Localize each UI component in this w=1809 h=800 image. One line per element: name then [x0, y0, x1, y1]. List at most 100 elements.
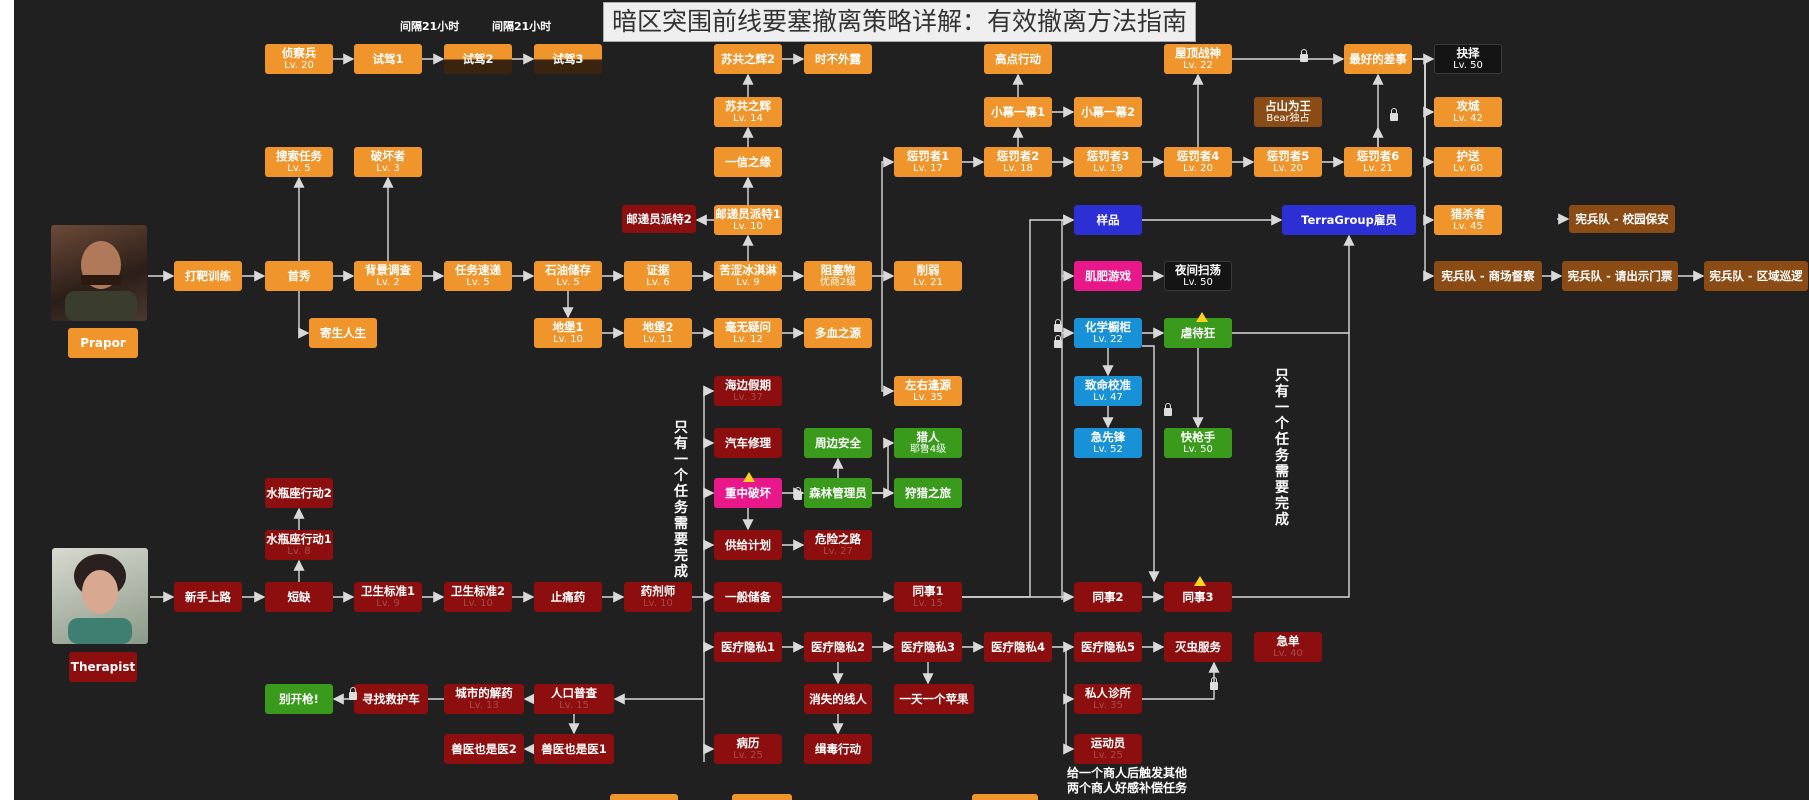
quest-node-rn[interactable]: 水瓶座行动2 — [265, 478, 333, 508]
quest-node-rf[interactable]: 汽车修理 — [714, 428, 782, 458]
quest-node-qv[interactable]: 样品 — [1074, 205, 1142, 235]
quest-node-sm[interactable]: 别开枪! — [265, 684, 333, 714]
quest-node-sl[interactable]: 缉毒行动 — [804, 734, 872, 764]
quest-node-rt[interactable]: 止痛药 — [534, 582, 602, 612]
quest-node-sa[interactable]: 医疗隐私2 — [804, 632, 872, 662]
quest-name: 一天一个苹果 — [899, 692, 969, 706]
quest-node-rz[interactable]: 医疗隐私1 — [714, 632, 782, 662]
quest-node-qx[interactable]: 肌肥游戏 — [1074, 261, 1142, 291]
prapor-portrait — [51, 225, 147, 321]
quest-node-qs[interactable]: 宪兵队 - 请出示门票 — [1562, 261, 1678, 291]
quest-name: 地堡2 — [642, 320, 674, 334]
quest-node-qa[interactable]: 高点行动 — [984, 44, 1052, 74]
quest-node-rk[interactable]: 森林管理员 — [804, 478, 872, 508]
quest-node-ra[interactable]: 虐待狂 — [1164, 318, 1232, 348]
quest-node-rg[interactable]: 重中破坏 — [714, 478, 782, 508]
quest-node-pb[interactable]: 试驾1 — [354, 44, 422, 74]
quest-node-sr[interactable]: 兽医也是医1 — [534, 734, 614, 764]
quest-node-qb[interactable]: 小幕一幕1 — [984, 97, 1052, 127]
quest-node-py[interactable]: 苏共之辉2 — [714, 44, 782, 74]
quest-node-pz[interactable]: 时不外露 — [804, 44, 872, 74]
quest-node-qw[interactable]: TerraGroup雇员 — [1282, 205, 1416, 235]
quest-node-rq[interactable]: 短缺 — [265, 582, 333, 612]
quest-node-rm[interactable]: 狩猎之旅 — [894, 478, 962, 508]
quest-node-se[interactable]: 灭虫服务 — [1164, 632, 1232, 662]
quest-node-sq[interactable]: 兽医也是医2 — [444, 734, 524, 764]
quest-node-sd[interactable]: 医疗隐私5 — [1074, 632, 1142, 662]
quest-node-pg[interactable]: 打靶训练 — [174, 261, 242, 291]
quest-node-ph[interactable]: 首秀 — [265, 261, 333, 291]
quest-node-qq[interactable]: 宪兵队 - 校园保安 — [1569, 205, 1675, 233]
quest-node-qc[interactable]: 小幕一幕2 — [1074, 97, 1142, 127]
quest-node-sj[interactable]: 一天一个苹果 — [894, 684, 974, 714]
quest-node-rx[interactable]: 同事2 — [1074, 582, 1142, 612]
quest-node-qr[interactable]: 宪兵队 - 商场督察 — [1434, 261, 1542, 291]
quest-node-pd[interactable]: 试驾3 — [534, 44, 602, 74]
quest-node-sb[interactable]: 医疗隐私3 — [894, 632, 962, 662]
quest-node-sn[interactable]: 寻找救护车 — [354, 684, 428, 714]
quest-node-pc[interactable]: 试驾2 — [444, 44, 512, 74]
quest-node-rl[interactable]: 猎人耶鲁4级 — [894, 428, 962, 458]
quest-node-ry[interactable]: 同事3 — [1164, 582, 1232, 612]
quest-node-po[interactable]: 阻塞物优商2级 — [804, 261, 872, 291]
quest-node-pi[interactable]: 寄生人生 — [309, 318, 377, 348]
quest-node-si[interactable]: 消失的线人 — [804, 684, 872, 714]
quest-node-rp[interactable]: 新手上路 — [174, 582, 242, 612]
quest-node-qt[interactable]: 宪兵队 - 区域巡逻 — [1704, 261, 1808, 291]
quest-node-pu[interactable]: 邮递员派特2 — [622, 205, 696, 233]
quest-node-pt[interactable]: 多血之源 — [804, 318, 872, 348]
quest-node-rh[interactable]: 供给计划 — [714, 530, 782, 560]
quest-node-rv[interactable]: 一般储备 — [714, 582, 782, 612]
quest-node-pw[interactable]: 一信之缘 — [714, 147, 782, 177]
quest-node-sc[interactable]: 医疗隐私4 — [984, 632, 1052, 662]
quest-node-ql[interactable]: 最好的差事 — [1344, 44, 1412, 74]
quest-node-rj[interactable]: 周边安全 — [804, 428, 872, 458]
quest-level: Lv. 45 — [1453, 221, 1483, 232]
